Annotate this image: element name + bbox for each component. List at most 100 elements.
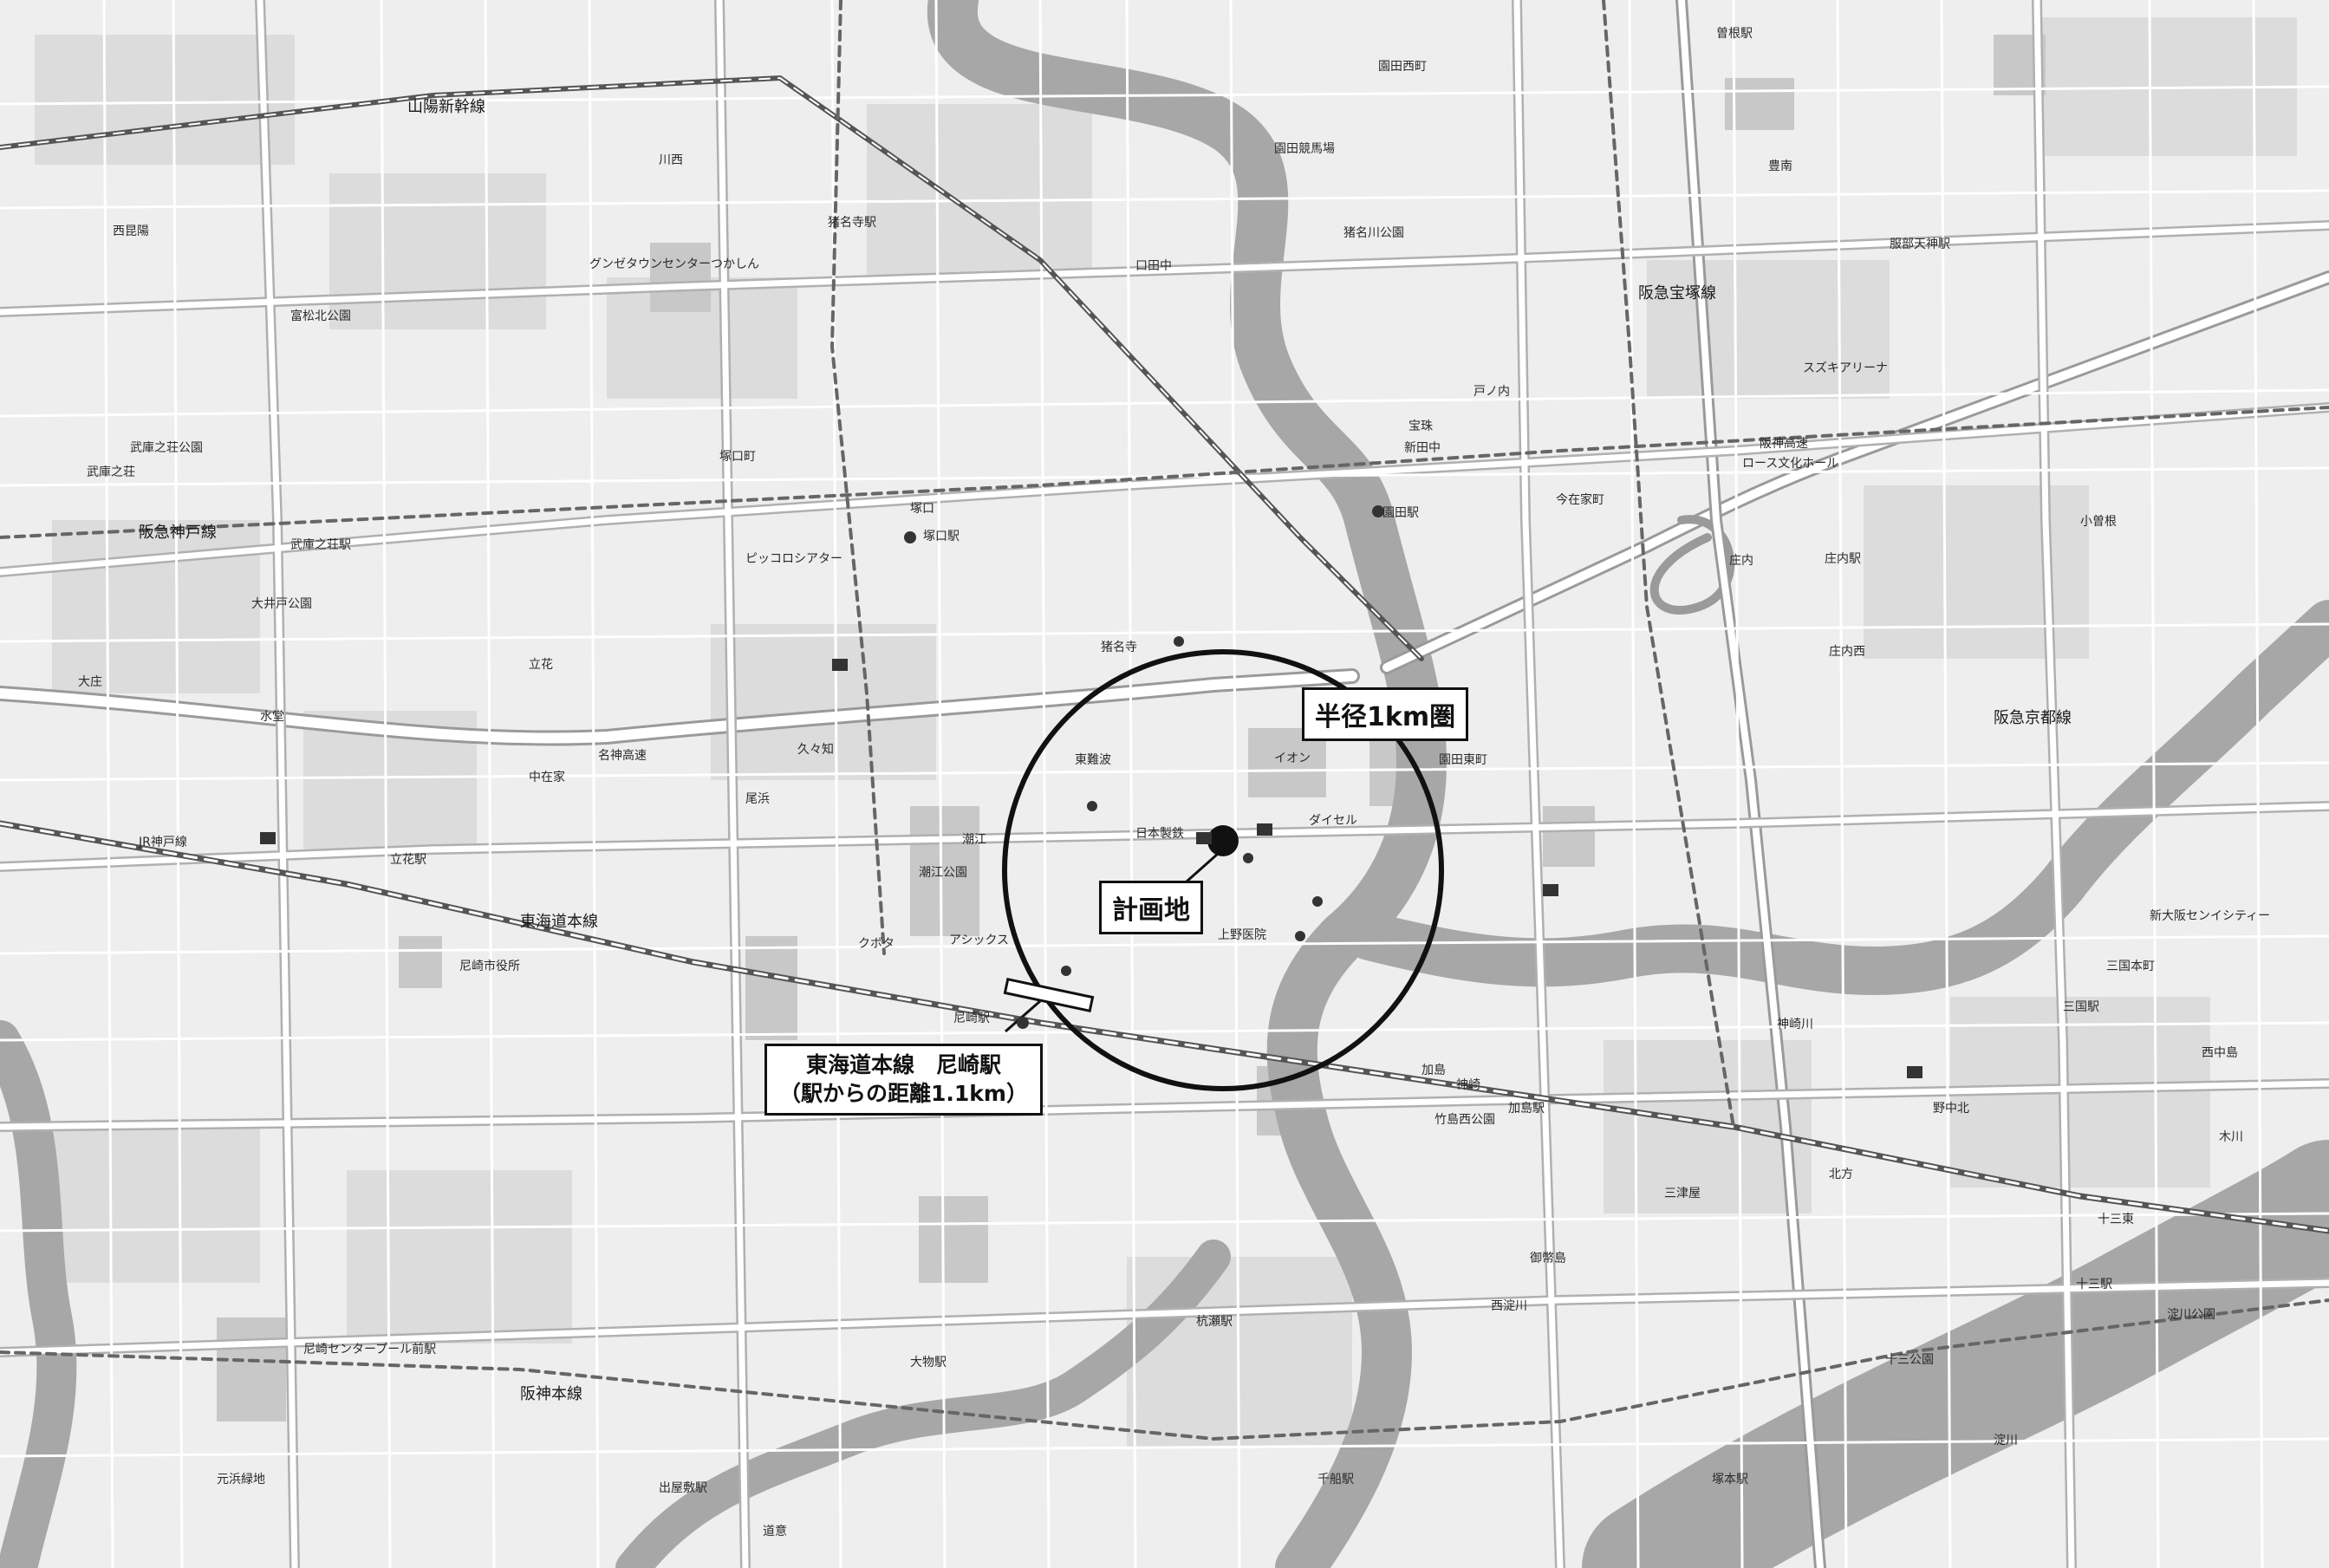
place-label: 西中島	[2202, 1046, 2238, 1060]
place-label: 庄内西	[1829, 645, 1865, 659]
place-label: 服部天神駅	[1890, 237, 1950, 251]
place-label: 水堂	[260, 710, 284, 724]
yodo-river	[1582, 1140, 2329, 1568]
place-label: 宝珠	[1408, 420, 1433, 433]
place-label: 尼崎市役所	[459, 960, 520, 973]
place-label: 川西	[659, 153, 683, 167]
hanshin-line	[0, 1298, 2329, 1441]
place-label: 十三東	[2098, 1213, 2134, 1226]
land-blocks	[35, 17, 2297, 1448]
factory-icon	[832, 659, 848, 671]
place-label: 口田中	[1135, 259, 1172, 273]
place-label: 元浜緑地	[217, 1473, 265, 1487]
place-label: 中在家	[529, 771, 565, 784]
place-label: アシックス	[949, 934, 1010, 947]
place-label: 淀川公園	[2167, 1308, 2215, 1322]
place-label: 豊南	[1768, 159, 1792, 173]
place-label: スズキアリーナ	[1803, 361, 1888, 375]
place-label: 富松北公園	[290, 309, 351, 323]
place-label: 十三駅	[2076, 1278, 2112, 1291]
place-label: 神崎川	[1777, 1018, 1813, 1031]
place-label: 東難波	[1075, 753, 1111, 767]
place-label: 園田西町	[1378, 60, 1427, 74]
place-label: 立花	[529, 658, 553, 672]
place-label: 庄内	[1729, 554, 1753, 568]
place-label: 尾浜	[745, 792, 770, 806]
station-icon	[904, 531, 916, 543]
rail-line-label: 阪急宝塚線	[1638, 284, 1716, 303]
place-label: 三津屋	[1664, 1187, 1701, 1200]
place-label: 今在家町	[1556, 493, 1604, 507]
project-site-label: 計画地	[1099, 881, 1203, 934]
place-label: 尼崎センタープール前駅	[303, 1343, 437, 1357]
place-label: グンゼタウンセンターつかしん	[589, 257, 759, 271]
place-label: 淀川	[1994, 1434, 2018, 1448]
sho-river	[615, 1239, 1231, 1568]
place-label: 園田駅	[1382, 506, 1419, 520]
place-label: 猪名川公園	[1343, 226, 1404, 240]
post-office-icon	[1243, 853, 1253, 863]
place-label: 千船駅	[1317, 1473, 1354, 1487]
place-label: 潮江公園	[919, 866, 967, 880]
place-label: 潮江	[962, 833, 986, 847]
place-label: 大物駅	[910, 1356, 947, 1370]
place-label: ピッコロシアター	[745, 552, 842, 566]
sanyo-shinkansen-inner	[0, 76, 1422, 660]
place-label: 小曽根	[2080, 515, 2117, 529]
place-label: ロース文化ホール	[1742, 457, 1839, 471]
place-label: 園田競馬場	[1274, 142, 1335, 156]
place-label: 武庫之荘	[87, 465, 135, 479]
place-label: 木川	[2219, 1130, 2243, 1144]
factory-icon	[1543, 884, 1558, 896]
place-label: 加島	[1421, 1064, 1446, 1077]
factory-icon	[1196, 832, 1212, 844]
station-icon	[1372, 505, 1384, 517]
place-label: 杭瀬駅	[1196, 1315, 1233, 1329]
hankyu-kobe-line	[0, 406, 2329, 539]
rail-line-label: 阪急京都線	[1994, 709, 2072, 727]
place-label: 新大阪センイシティー	[2150, 909, 2271, 923]
station-distance-label: （駅からの距離1.1km）	[779, 1080, 1028, 1106]
place-label: 道意	[763, 1525, 787, 1539]
place-label: 塚口町	[719, 450, 756, 464]
place-label: 塚本駅	[1712, 1473, 1748, 1487]
place-label: 立花駅	[390, 853, 426, 867]
jr-fukuchiyama-line	[829, 0, 886, 955]
place-label: 新田中	[1404, 441, 1441, 455]
place-label: 曽根駅	[1716, 27, 1753, 41]
place-label: 上野医院	[1218, 928, 1266, 942]
place-label: 尼崎駅	[953, 1012, 990, 1025]
railways	[0, 0, 2329, 1441]
station-line-label: 東海道本線 尼崎駅	[805, 1052, 1001, 1077]
station-leader-line	[1005, 999, 1041, 1033]
place-label: 塚口駅	[923, 530, 960, 543]
rail-line-label: 山陽新幹線	[407, 98, 485, 116]
place-label: 猪名寺	[1101, 641, 1137, 654]
place-label: 塚口	[910, 502, 934, 516]
place-label: JR神戸線	[139, 836, 187, 849]
place-label: 十三公園	[1885, 1353, 1934, 1367]
hankyu-takarazuka-line	[1602, 0, 1735, 1129]
place-label: 園田東町	[1439, 753, 1487, 767]
place-label: 日本製鉄	[1135, 827, 1184, 841]
amagasaki-station-label: 東海道本線 尼崎駅 （駅からの距離1.1km）	[764, 1044, 1043, 1116]
place-label: イオン	[1274, 751, 1311, 765]
place-label: 野中北	[1933, 1102, 1969, 1116]
place-label: 神崎	[1456, 1078, 1480, 1092]
place-label: 武庫之荘駅	[290, 538, 351, 552]
place-label: 大庄	[78, 675, 102, 689]
factory-icon	[1907, 1066, 1922, 1078]
place-label: 三国駅	[2063, 1000, 2099, 1014]
school-icon	[1087, 801, 1097, 811]
place-label: 北方	[1829, 1168, 1853, 1181]
place-label: 西昆陽	[113, 224, 149, 238]
tokaido-line-inner	[0, 822, 2329, 1233]
place-label: クボタ	[858, 937, 895, 951]
poi-icons	[260, 505, 1922, 1078]
factory-icon	[260, 832, 276, 844]
place-label: 名神高速	[598, 749, 647, 763]
place-label: 三国本町	[2106, 960, 2155, 973]
